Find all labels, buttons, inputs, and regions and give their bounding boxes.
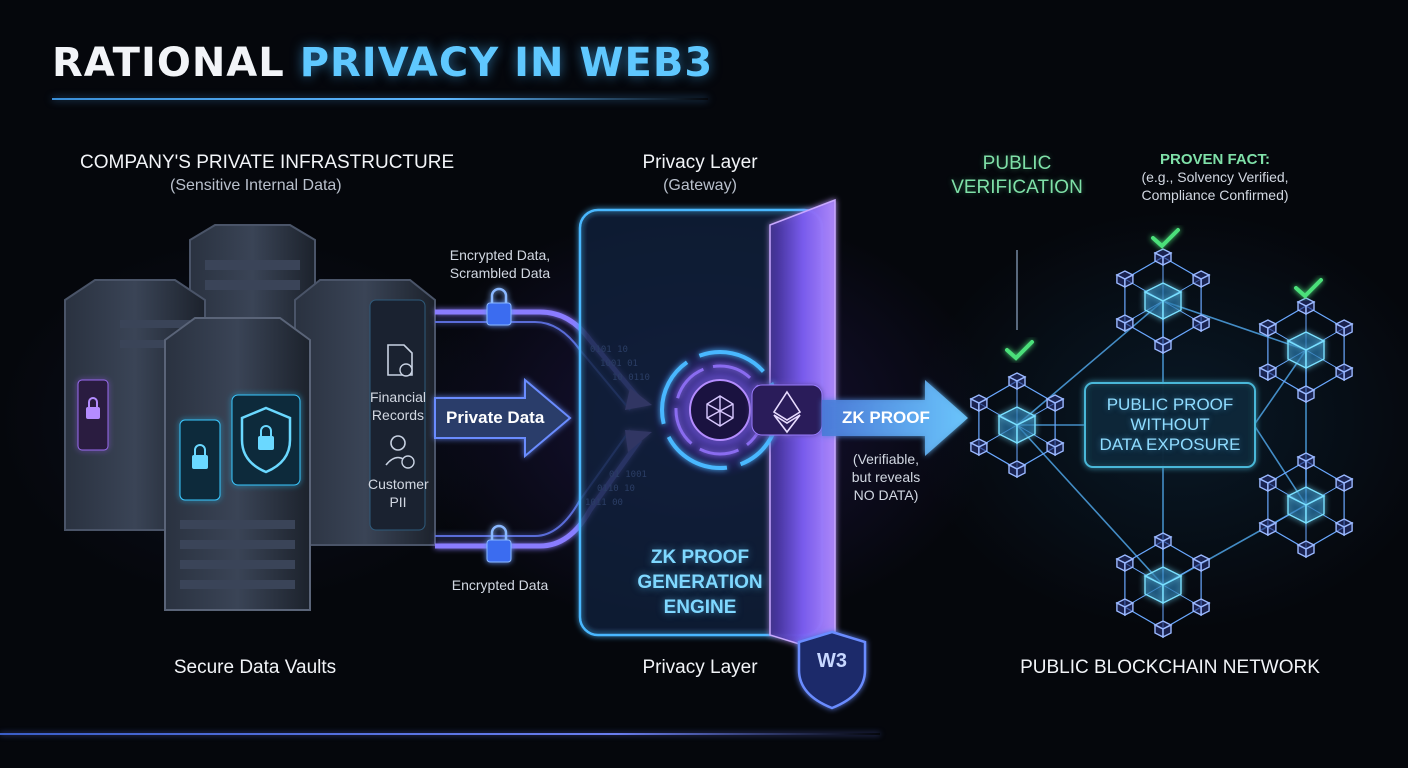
w3-badge-label: W3 — [817, 650, 847, 672]
proven-fact-heading: PROVEN FACT: — [1159, 151, 1270, 168]
blockchain-network-label: PUBLIC BLOCKCHAIN NETWORK — [1020, 657, 1320, 678]
ethereum-icon — [751, 384, 823, 436]
secure-data-vaults-label: Secure Data Vaults — [173, 657, 337, 678]
proven-fact-line-1: (e.g., Solvency Verified, — [1141, 169, 1289, 185]
shield-lock-icon — [240, 406, 292, 474]
blockchain-node — [1258, 297, 1354, 404]
privacy-layer-heading: Privacy Layer — [642, 152, 758, 173]
proof-box-label: PUBLIC PROOF WITHOUT DATA EXPOSURE — [1099, 395, 1241, 454]
network-nodes — [969, 248, 1354, 639]
zk-engine-label: ZK PROOF GENERATION ENGINE — [637, 547, 763, 618]
padlock-icon-top — [486, 287, 512, 326]
zk-proof-label: ZK PROOF — [842, 408, 930, 427]
infrastructure-subheading: (Sensitive Internal Data) — [170, 177, 342, 194]
public-verification-heading: PUBLIC VERIFICATION — [951, 153, 1083, 198]
private-data-label: Private Data — [446, 408, 545, 427]
network-node-icon — [706, 395, 734, 427]
blockchain-node — [969, 372, 1065, 479]
w3-badge — [797, 630, 867, 710]
checkmark-icon — [1151, 228, 1180, 249]
lock-icon — [86, 397, 100, 419]
title-part-1: RATIONAL — [52, 40, 285, 86]
infrastructure-heading: COMPANY'S PRIVATE INFRASTRUCTURE — [80, 152, 455, 173]
encrypted-scrambled-label: Encrypted Data, Scrambled Data — [449, 247, 551, 281]
page-title: RATIONAL PRIVACY IN WEB3 — [52, 40, 713, 86]
blockchain-node — [1115, 532, 1211, 639]
zk-engine-core — [652, 342, 788, 478]
lock-icon — [192, 444, 208, 469]
customer-pii-label: Customer PII — [368, 476, 429, 510]
padlock-icon-bottom — [486, 524, 512, 563]
checkmark-icon — [1294, 278, 1323, 299]
financial-records-label: Financial Records — [369, 389, 427, 423]
proof-box — [1084, 382, 1256, 468]
blockchain-node — [1115, 248, 1211, 355]
title-part-2: PRIVACY IN WEB3 — [299, 40, 714, 86]
title-underline — [52, 98, 708, 100]
blockchain-node — [1258, 452, 1354, 559]
proven-fact-block: PROVEN FACT: (e.g., Solvency Verified, C… — [1130, 151, 1300, 204]
proven-fact-line-2: Compliance Confirmed) — [1141, 187, 1289, 203]
zk-proof-arrow — [822, 380, 968, 456]
document-icon — [387, 344, 413, 377]
bottom-divider — [0, 733, 880, 735]
zk-proof-note: (Verifiable, but reveals NO DATA) — [851, 451, 921, 503]
checkmark-icon — [1005, 340, 1034, 361]
server-rack-front — [164, 317, 311, 611]
privacy-layer-subheading: (Gateway) — [663, 177, 737, 194]
user-check-icon — [385, 435, 415, 469]
private-data-arrow — [434, 377, 572, 459]
encrypted-data-label: Encrypted Data — [451, 577, 549, 593]
privacy-layer-footer: Privacy Layer — [642, 657, 758, 678]
